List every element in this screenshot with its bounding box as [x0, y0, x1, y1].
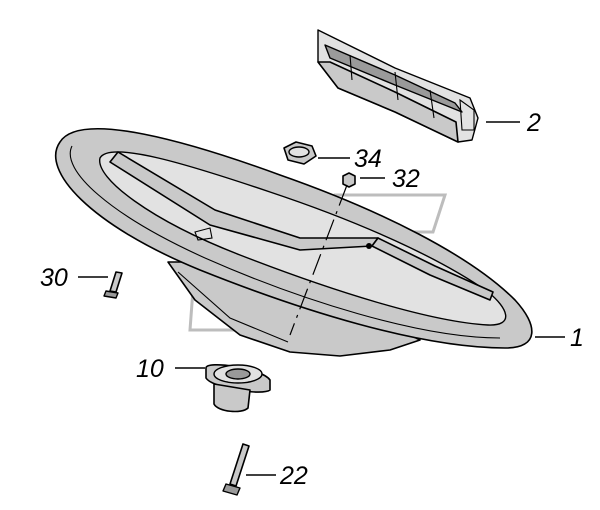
hub-boss-part [205, 364, 271, 413]
steering-wheel-part [54, 128, 533, 357]
callout-1: 1 [570, 324, 584, 352]
short-bolt-part [103, 271, 123, 299]
callout-10: 10 [136, 355, 164, 383]
leader-lines [78, 121, 565, 476]
horn-cover-part [317, 29, 479, 143]
nut-part [283, 141, 317, 165]
callout-labels: 2 1 34 32 30 10 22 [40, 109, 584, 490]
callout-22: 22 [279, 462, 308, 490]
callout-2: 2 [526, 109, 541, 137]
callout-34: 34 [354, 145, 382, 173]
callout-30: 30 [40, 264, 68, 292]
callout-32: 32 [392, 165, 420, 193]
long-bolt-part [222, 443, 250, 496]
washer-part [342, 172, 356, 188]
